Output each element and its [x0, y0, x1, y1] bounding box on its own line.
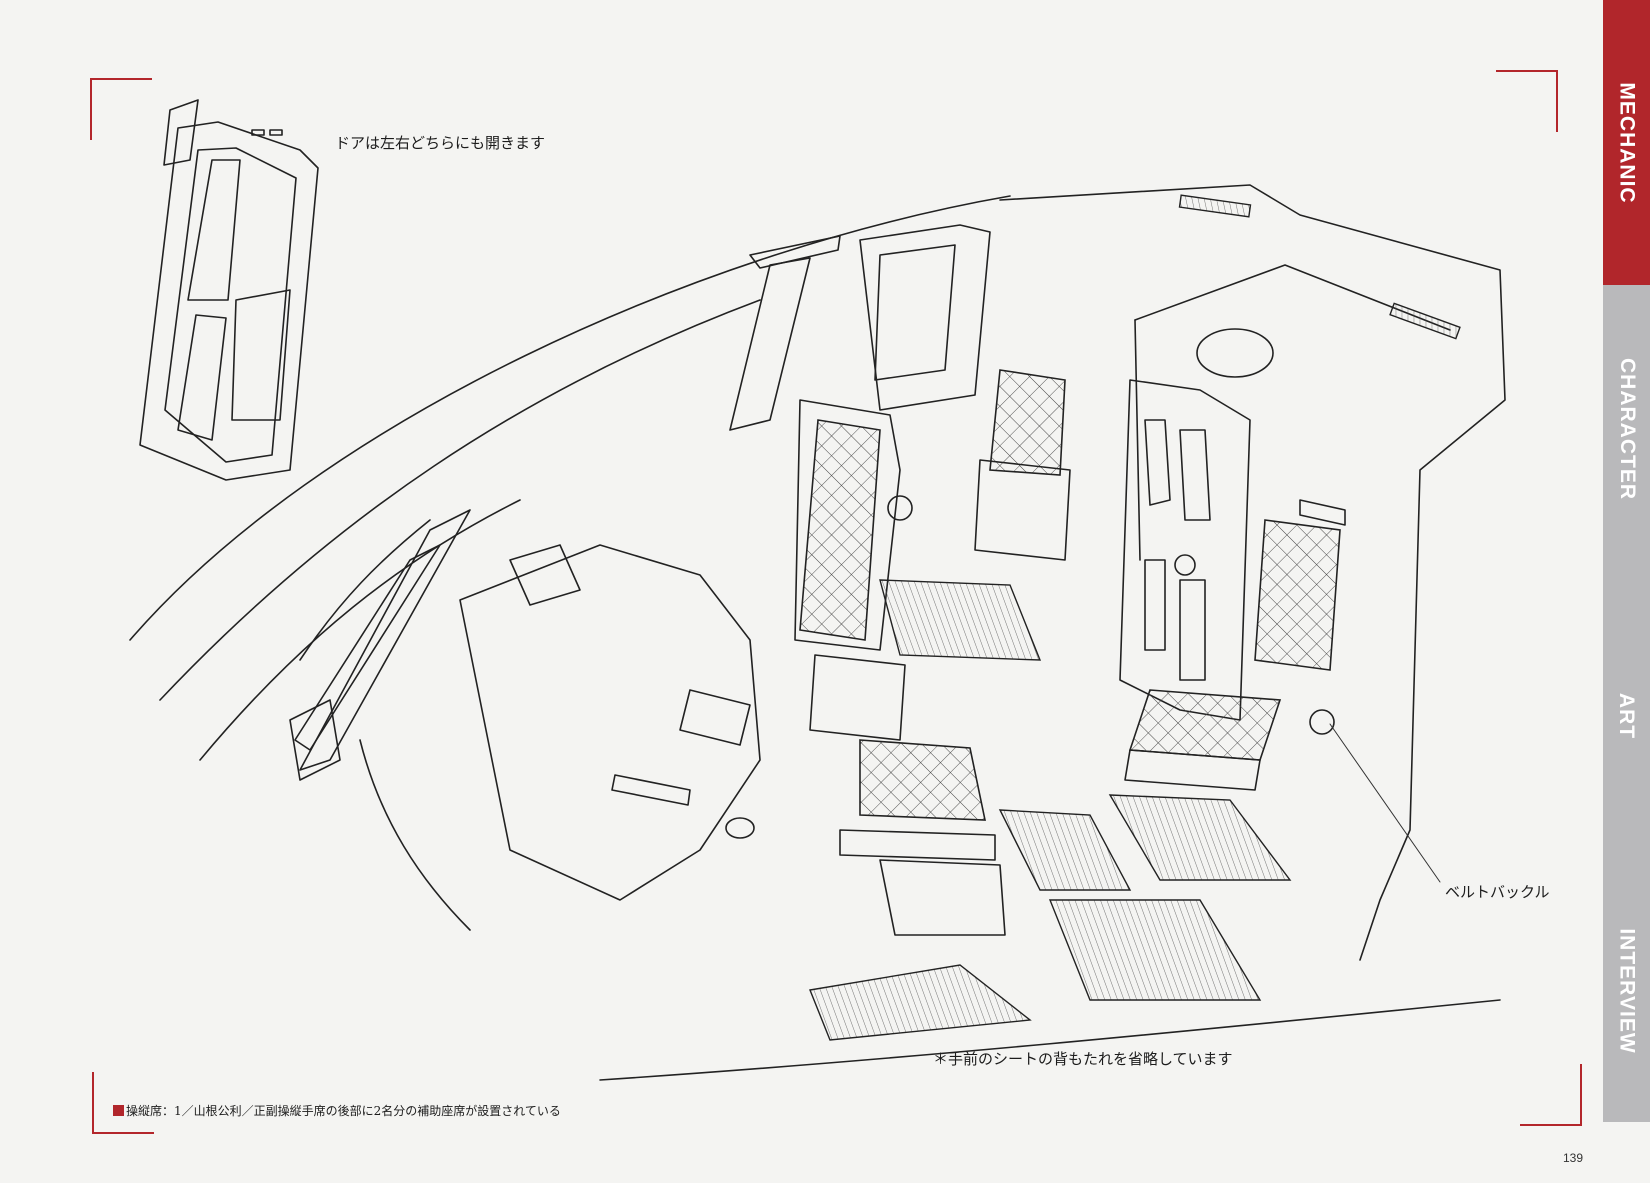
cockpit-illustration: [129, 99, 1506, 1081]
crop-mark-bottom-left: [92, 1072, 154, 1134]
section-index-tabs: MECHANIC CHARACTER ART INTERVIEW: [1603, 0, 1650, 1183]
tab-art[interactable]: ART: [1603, 572, 1650, 859]
crop-mark-top-left: [90, 78, 152, 140]
tab-art-label: ART: [1615, 692, 1639, 739]
floor-plates: [809, 579, 1292, 1041]
door-note: ドアは左右どちらにも開きます: [335, 134, 546, 152]
hull-lines: [129, 195, 1501, 1081]
tab-interview[interactable]: INTERVIEW: [1603, 859, 1650, 1122]
seat-note: ＊手前のシートの背もたれを省略しています: [933, 1050, 1233, 1068]
tab-character[interactable]: CHARACTER: [1603, 285, 1650, 572]
crop-mark-top-right: [1496, 70, 1558, 132]
caption-bullet-icon: [113, 1105, 124, 1116]
crop-mark-bottom-right: [1520, 1064, 1582, 1126]
buckle-leader-line: [1329, 723, 1441, 883]
door-panel: [139, 99, 319, 481]
tab-mechanic-label: MECHANIC: [1615, 81, 1639, 204]
page-number: 139: [1563, 1151, 1584, 1165]
tab-character-label: CHARACTER: [1615, 357, 1639, 500]
windshield-frame: [294, 224, 991, 771]
belt-buckle-label: ベルトバックル: [1445, 883, 1550, 901]
tab-interview-label: INTERVIEW: [1615, 927, 1639, 1054]
center-console: [459, 544, 906, 901]
rear-seats: [974, 369, 1346, 791]
tab-mechanic[interactable]: MECHANIC: [1603, 0, 1650, 285]
pilot-seats: [794, 399, 1006, 936]
rear-bulkhead: [999, 184, 1506, 961]
figure-caption: 操縦席：1／山根公利／正副操縦手席の後部に2名分の補助座席が設置されている: [113, 1102, 561, 1119]
caption-text: 操縦席：1／山根公利／正副操縦手席の後部に2名分の補助座席が設置されている: [126, 1104, 561, 1118]
